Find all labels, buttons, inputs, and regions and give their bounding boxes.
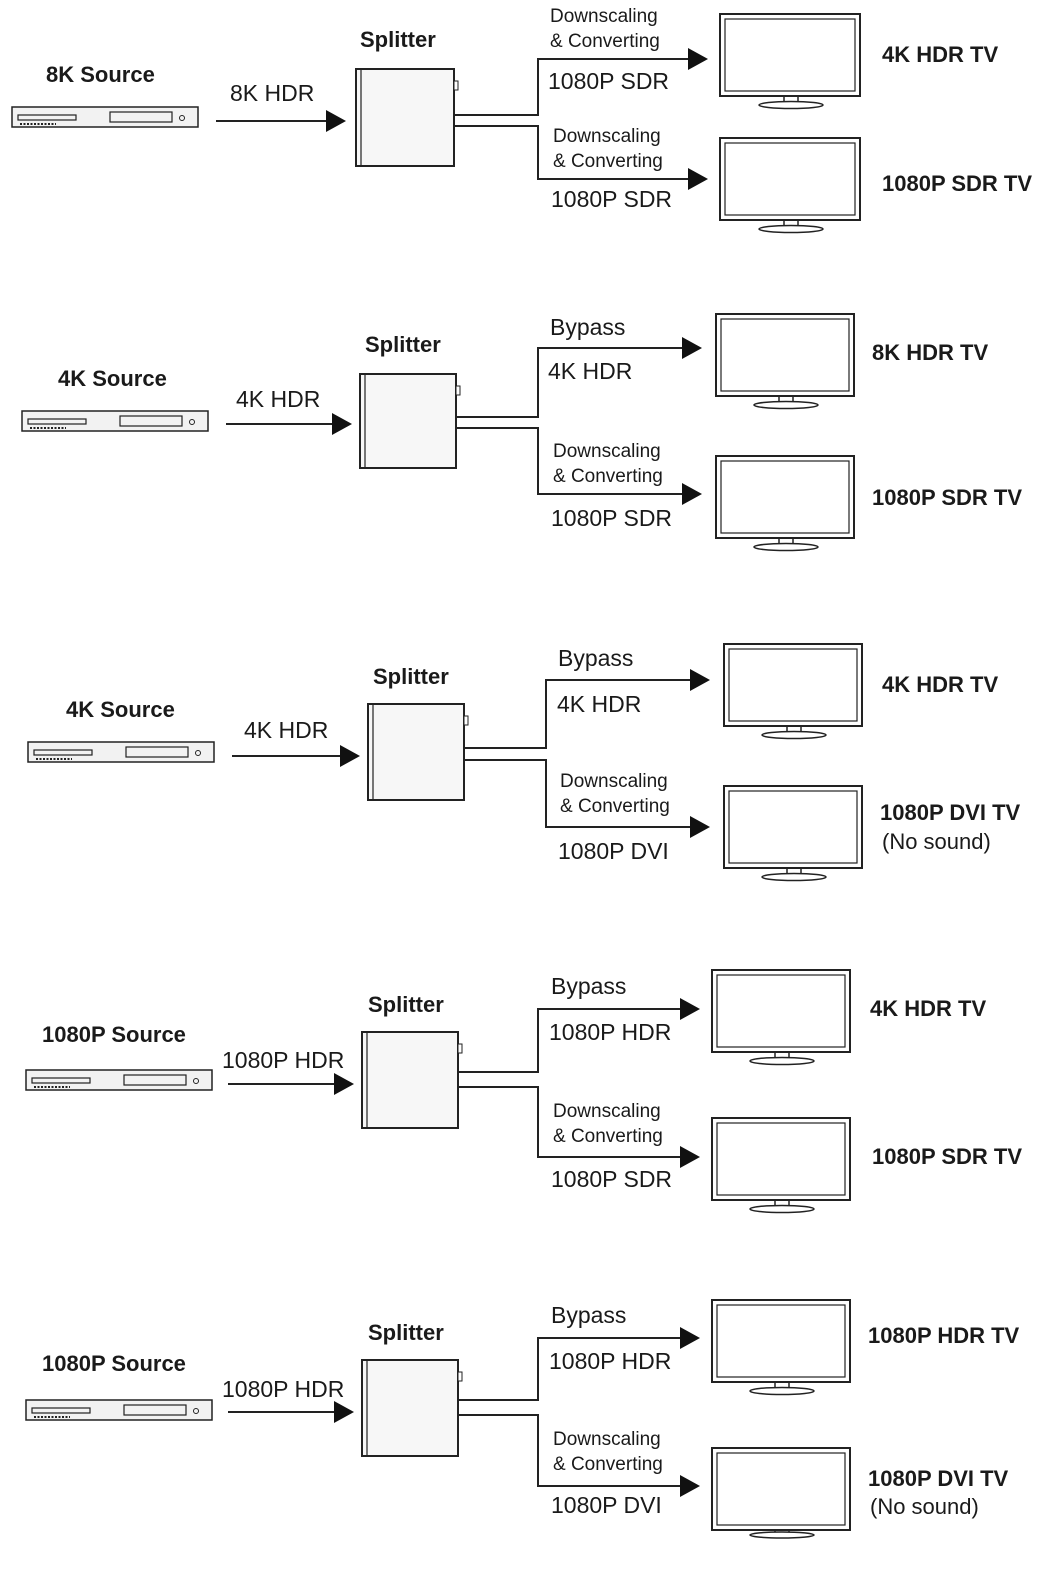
output-process-label: Downscaling & Converting — [553, 1099, 663, 1149]
tv-monitor-icon — [719, 13, 861, 110]
tv-label: 1080P HDR TV — [868, 1323, 1020, 1348]
output-signal-label: 1080P DVI — [558, 838, 669, 864]
process-line: & Converting — [550, 31, 660, 52]
tv-label: 4K HDR TV — [882, 672, 999, 697]
input-signal-label: 1080P HDR — [222, 1376, 345, 1402]
tv-label: 1080P SDR TV — [882, 171, 1033, 196]
tv-monitor-icon — [711, 969, 851, 1066]
input-signal-label: 4K HDR — [236, 386, 321, 412]
tv-monitor-icon — [711, 1299, 851, 1396]
scenario-diagram — [11, 13, 861, 234]
output-signal-label: 1080P SDR — [548, 68, 670, 94]
output-signal-label: 1080P SDR — [551, 1166, 673, 1192]
tv-label: 1080P SDR TV — [872, 485, 1023, 510]
tv-monitor-icon — [711, 1117, 851, 1214]
tv-monitor-icon — [711, 1447, 851, 1539]
output-signal-label: 4K HDR — [557, 691, 642, 717]
output-process-label: Downscaling & Converting — [553, 124, 663, 174]
tv-label: 4K HDR TV — [882, 42, 999, 67]
tv-label: 8K HDR TV — [872, 340, 989, 365]
source-device-icon — [25, 1069, 213, 1091]
output-signal-label: 1080P SDR — [551, 186, 673, 212]
scenario-diagram — [25, 1299, 851, 1539]
tv-monitor-icon — [715, 455, 855, 552]
process-line: Downscaling — [560, 771, 668, 792]
tv-label: 1080P DVI TV — [868, 1466, 1009, 1491]
input-signal-label: 8K HDR — [230, 80, 315, 106]
tv-label: 1080P DVI TV — [880, 800, 1021, 825]
scenario-diagram — [27, 643, 863, 882]
splitter-box-icon — [361, 1359, 463, 1457]
output-process-label: Bypass — [551, 1302, 627, 1328]
source-label: 4K Source — [58, 366, 167, 391]
splitter-label: Splitter — [368, 1320, 444, 1345]
source-label: 1080P Source — [42, 1351, 186, 1376]
source-device-icon — [27, 741, 215, 763]
scenario-1: 8K Source 8K HDR Splitter Downscaling & … — [0, 0, 1062, 300]
process-line: & Converting — [560, 796, 670, 817]
output-process-label: Downscaling & Converting — [550, 4, 660, 54]
output-process-label: Downscaling & Converting — [553, 1427, 663, 1477]
output-signal-label: 1080P HDR — [549, 1348, 672, 1374]
splitter-label: Splitter — [368, 992, 444, 1017]
process-line: Downscaling — [553, 1429, 661, 1450]
process-line: & Converting — [553, 466, 663, 487]
splitter-box-icon — [361, 1031, 463, 1129]
tv-label: 4K HDR TV — [870, 996, 987, 1021]
output-signal-label: 1080P DVI — [551, 1492, 662, 1518]
source-label: 8K Source — [46, 62, 155, 87]
scenario-diagram — [25, 969, 851, 1214]
splitter-box-icon — [367, 703, 469, 801]
scenario-5: 1080P Source 1080P HDR Splitter Bypass 1… — [0, 1294, 1062, 1594]
tv-monitor-icon — [715, 313, 855, 410]
output-process-label: Bypass — [558, 645, 634, 671]
scenario-4: 1080P Source 1080P HDR Splitter Bypass 1… — [0, 964, 1062, 1264]
output-process-label: Bypass — [551, 973, 627, 999]
splitter-label: Splitter — [360, 27, 436, 52]
tv-label: 1080P SDR TV — [872, 1144, 1023, 1169]
output-process-label: Downscaling & Converting — [560, 769, 670, 819]
process-line: & Converting — [553, 1126, 663, 1147]
process-line: & Converting — [553, 1454, 663, 1475]
output-signal-label: 4K HDR — [548, 358, 633, 384]
source-device-icon — [25, 1399, 213, 1421]
tv-monitor-icon — [719, 137, 861, 234]
source-label: 4K Source — [66, 697, 175, 722]
source-label: 1080P Source — [42, 1022, 186, 1047]
splitter-label: Splitter — [365, 332, 441, 357]
tv-monitor-icon — [723, 643, 863, 740]
output-signal-label: 1080P HDR — [549, 1019, 672, 1045]
source-device-icon — [11, 106, 199, 128]
process-line: Downscaling — [550, 6, 658, 27]
tv-note: (No sound) — [870, 1494, 979, 1519]
splitter-box-icon — [359, 373, 461, 469]
process-line: Downscaling — [553, 441, 661, 462]
splitter-box-icon — [355, 68, 459, 167]
scenario-2: 4K Source 4K HDR Splitter Bypass 4K HDR … — [0, 304, 1062, 604]
input-signal-label: 4K HDR — [244, 717, 329, 743]
splitter-label: Splitter — [373, 664, 449, 689]
tv-note: (No sound) — [882, 829, 991, 854]
process-line: Downscaling — [553, 126, 661, 147]
output-process-label: Bypass — [550, 314, 626, 340]
process-line: Downscaling — [553, 1101, 661, 1122]
output-process-label: Downscaling & Converting — [553, 439, 663, 489]
tv-monitor-icon — [723, 785, 863, 882]
process-line: & Converting — [553, 151, 663, 172]
scenario-3: 4K Source 4K HDR Splitter Bypass 4K HDR … — [0, 636, 1062, 936]
scenario-diagram — [21, 313, 855, 552]
input-signal-label: 1080P HDR — [222, 1047, 345, 1073]
source-device-icon — [21, 410, 209, 432]
output-signal-label: 1080P SDR — [551, 505, 673, 531]
